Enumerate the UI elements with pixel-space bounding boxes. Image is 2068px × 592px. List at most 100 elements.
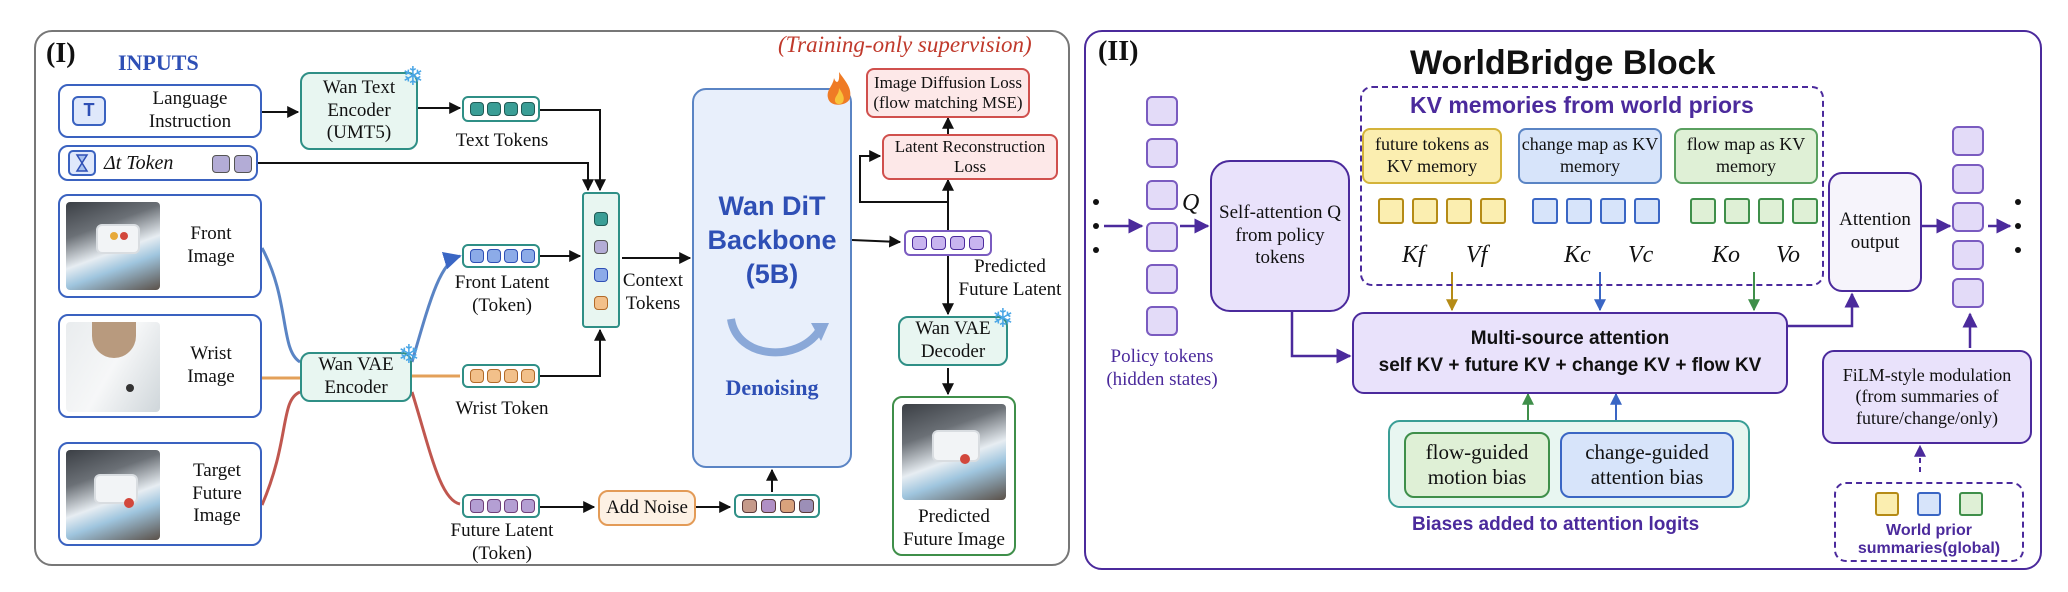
flow-kv-label: flow map as KV memory xyxy=(1686,134,1806,176)
context-tokens-column xyxy=(582,192,620,328)
add-noise-box: Add Noise xyxy=(598,490,696,526)
vo-label: Vo xyxy=(1776,242,1800,268)
flow-kv-box: flow map as KV memory xyxy=(1674,128,1818,184)
dit-backbone-title: Wan DiT Backbone (5B) xyxy=(707,191,837,289)
add-noise-label: Add Noise xyxy=(606,496,688,518)
target-future-image-label: Target Future Image xyxy=(192,459,242,527)
vae-encoder-box: Wan VAE Encoder xyxy=(300,352,412,402)
predicted-image-label: Predicted Future Image xyxy=(903,506,1005,550)
text-t-icon: T xyxy=(72,96,106,126)
self-attention-box: Self-attention Q from policy tokens xyxy=(1210,160,1350,312)
front-latent-label: Front Latent (Token) xyxy=(454,272,550,316)
denoising-label: Denoising xyxy=(725,375,819,401)
film-modulation-box: FiLM-style modulation (from summaries of… xyxy=(1822,350,2032,444)
diffusion-loss-box: Image Diffusion Loss (flow matching MSE) xyxy=(866,68,1030,118)
wrist-token-tokens xyxy=(462,364,540,388)
vae-decoder-box: Wan VAE Decoder xyxy=(898,316,1008,366)
attention-output-label: Attention output xyxy=(1839,209,1911,253)
kc-label: Kc xyxy=(1564,242,1591,268)
kv-memory-title: KV memories from world priors xyxy=(1410,92,1754,118)
world-prior-label: World prior summaries(global) xyxy=(1857,522,2001,558)
q-label: Q xyxy=(1182,190,1200,216)
snowflake-icon: ❄ xyxy=(402,62,424,91)
panel-one-marker: (I) xyxy=(46,38,76,69)
training-note: (Training-only supervision) xyxy=(778,32,1032,57)
ko-label: Ko xyxy=(1712,242,1741,268)
text-encoder-label: Wan Text Encoder (UMT5) xyxy=(322,76,396,144)
multi-source-subtitle: self KV + future KV + change KV + flow K… xyxy=(1378,355,1762,376)
dt-token-2 xyxy=(234,155,252,173)
self-attention-label: Self-attention Q from policy tokens xyxy=(1219,201,1341,269)
recon-loss-label: Latent Reconstruction Loss xyxy=(894,136,1046,176)
context-tokens-label: Context Tokens xyxy=(622,270,684,314)
kf-label: Kf xyxy=(1402,242,1425,268)
denoise-arrows-icon xyxy=(727,318,829,357)
wrist-token-label: Wrist Token xyxy=(455,398,549,419)
front-image-photo xyxy=(66,202,160,290)
panel-two-frame xyxy=(1084,30,2042,570)
delta-t-label: Δt Token xyxy=(104,152,174,174)
panel-two-marker: (II) xyxy=(1098,36,1139,67)
predicted-latent-label: Predicted Future Latent xyxy=(958,256,1062,300)
output-token-column xyxy=(1952,126,1984,312)
language-instruction-box: T Language Instruction xyxy=(58,84,262,138)
kv-memory-region xyxy=(1360,86,1824,286)
target-future-image-photo xyxy=(66,450,160,540)
future-latent-tokens xyxy=(462,494,540,518)
noisy-tokens xyxy=(734,494,820,518)
vc-label: Vc xyxy=(1628,242,1654,268)
future-latent-label: Future Latent (Token) xyxy=(450,520,554,564)
change-bias-box: change-guided attention bias xyxy=(1560,432,1734,498)
snowflake-icon: ❄ xyxy=(992,304,1014,333)
vae-decoder-label: Wan VAE Decoder xyxy=(915,318,991,362)
dit-backbone-box: Wan DiT Backbone (5B) Denoising xyxy=(692,88,852,468)
future-kv-box: future tokens as KV memory xyxy=(1362,128,1502,184)
future-kv-tokens xyxy=(1378,198,1508,226)
vf-label: Vf xyxy=(1466,242,1488,268)
biases-caption: Biases added to attention logits xyxy=(1412,514,1700,535)
wrist-image-box: Wrist Image xyxy=(58,314,262,418)
front-image-label: Front Image xyxy=(187,223,235,267)
text-tokens-label: Text Tokens xyxy=(455,130,549,151)
change-bias-label: change-guided attention bias xyxy=(1585,439,1709,489)
policy-token-column xyxy=(1146,96,1178,342)
text-encoder-box: Wan Text Encoder (UMT5) xyxy=(300,72,418,150)
change-kv-box: change map as KV memory xyxy=(1518,128,1662,184)
front-image-box: Front Image xyxy=(58,194,262,298)
delta-t-token-box: Δt Token xyxy=(58,145,258,181)
front-latent-tokens xyxy=(462,244,540,268)
panel-one-frame xyxy=(34,30,1070,566)
predicted-image-box: Predicted Future Image xyxy=(892,396,1016,556)
film-modulation-label: FiLM-style modulation (from summaries of… xyxy=(1842,364,2012,428)
predicted-image-photo xyxy=(902,404,1006,500)
text-icon-glyph: T xyxy=(83,100,95,121)
text-tokens-box xyxy=(462,96,540,122)
panel-two-title: WorldBridge Block xyxy=(1410,44,1716,82)
flow-bias-label: flow-guided motion bias xyxy=(1425,439,1529,489)
target-future-image-box: Target Future Image xyxy=(58,442,262,546)
flame-icon xyxy=(824,70,854,110)
attention-output-box: Attention output xyxy=(1828,172,1922,292)
future-kv-label: future tokens as KV memory xyxy=(1375,134,1489,176)
wrist-image-photo xyxy=(66,322,160,412)
wrist-image-label: Wrist Image xyxy=(187,343,235,387)
language-instruction-label: Language Instruction xyxy=(148,88,232,132)
recon-loss-box: Latent Reconstruction Loss xyxy=(882,134,1058,180)
change-kv-label: change map as KV memory xyxy=(1521,134,1659,176)
predicted-latent-tokens xyxy=(904,230,992,256)
vae-encoder-label: Wan VAE Encoder xyxy=(318,354,394,398)
inputs-title: INPUTS xyxy=(118,50,199,75)
hourglass-icon xyxy=(68,150,96,176)
snowflake-icon: ❄ xyxy=(398,340,420,369)
policy-tokens-label: Policy tokens (hidden states) xyxy=(1106,346,1218,390)
flow-bias-box: flow-guided motion bias xyxy=(1404,432,1550,498)
change-kv-tokens xyxy=(1532,198,1662,226)
world-prior-box: World prior summaries(global) xyxy=(1834,482,2024,562)
dt-token-1 xyxy=(212,155,230,173)
multi-source-attention-box: Multi-source attention self KV + future … xyxy=(1352,312,1788,394)
flow-kv-tokens xyxy=(1690,198,1820,226)
diffusion-loss-label: Image Diffusion Loss (flow matching MSE) xyxy=(873,72,1023,112)
multi-source-title: Multi-source attention xyxy=(1470,328,1670,350)
